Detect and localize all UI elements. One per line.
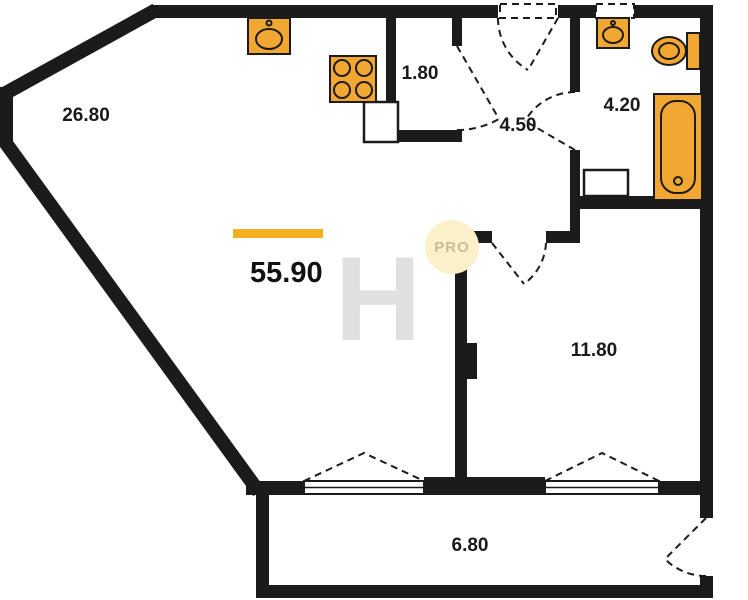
entry-door-frame bbox=[499, 3, 557, 19]
closet-wall-left bbox=[386, 18, 396, 102]
closet-wall-bottom bbox=[396, 130, 462, 142]
wall-right-upper bbox=[700, 5, 713, 518]
balcony-wall-bottom bbox=[256, 585, 713, 598]
outer-walls bbox=[0, 3, 713, 598]
bedroom-door-leaf bbox=[491, 242, 525, 285]
windows bbox=[303, 451, 660, 495]
balcony-door-leaf bbox=[664, 517, 707, 560]
bedroom-door-arc bbox=[523, 242, 547, 285]
stove-icon bbox=[329, 55, 377, 103]
wall-bottom-c bbox=[659, 481, 713, 495]
bathroom-door-leaf bbox=[524, 120, 576, 151]
wall-left bbox=[0, 87, 13, 147]
bathtub-icon bbox=[653, 93, 703, 201]
room-area-hall: 4.50 bbox=[500, 115, 537, 136]
bathroom-sink-icon bbox=[596, 17, 630, 49]
window-left-swing bbox=[303, 451, 425, 482]
watermark: H PRO bbox=[335, 220, 479, 366]
bathroom-door-arc bbox=[524, 91, 576, 122]
wall-top-c bbox=[634, 5, 713, 18]
room-area-living: 26.80 bbox=[62, 105, 110, 126]
wall-bottom-a bbox=[246, 481, 304, 495]
doors bbox=[456, 3, 707, 577]
closet-door-leaf bbox=[456, 45, 500, 120]
wall-diagonal-lower bbox=[0, 137, 265, 497]
bedroom-wall-top-b bbox=[546, 231, 580, 243]
room-area-bathroom: 4.20 bbox=[604, 95, 641, 116]
room-area-balcony: 6.80 bbox=[452, 535, 489, 556]
room-area-closet: 1.80 bbox=[402, 63, 439, 84]
closet-wall-stub bbox=[452, 18, 462, 46]
wall-bottom-b bbox=[424, 477, 545, 495]
wall-diagonal-upper bbox=[0, 3, 160, 101]
closet-door-arc bbox=[456, 118, 500, 132]
room-labels: 26.80 1.80 4.50 4.20 11.80 6.80 bbox=[62, 63, 640, 556]
total-area-label: 55.90 bbox=[250, 257, 323, 289]
toilet-icon bbox=[651, 32, 701, 70]
total-area: 55.90 bbox=[233, 229, 323, 289]
wall-top-b bbox=[558, 5, 596, 18]
entry-door-leaf bbox=[527, 17, 559, 71]
wall-top-a bbox=[150, 5, 498, 18]
total-area-underline bbox=[233, 229, 323, 238]
entry-door-arc bbox=[496, 17, 529, 71]
pro-badge-circle bbox=[425, 220, 479, 274]
balcony-door-arc bbox=[664, 558, 707, 577]
watermark-letter: H bbox=[335, 232, 422, 366]
bedroom-wall-pilaster bbox=[455, 343, 477, 379]
balcony-wall-left bbox=[256, 492, 269, 598]
closet-duct-box bbox=[362, 100, 400, 144]
kitchen-sink-icon bbox=[247, 17, 291, 55]
bathroom-duct-box bbox=[582, 168, 630, 198]
pro-badge-label: PRO bbox=[434, 239, 470, 256]
top-opening-frame bbox=[595, 3, 635, 19]
fixtures bbox=[247, 17, 703, 201]
ducts bbox=[362, 100, 630, 198]
window-right-swing bbox=[544, 451, 660, 482]
interior-walls bbox=[386, 18, 713, 483]
hall-bath-wall-upper bbox=[570, 18, 580, 92]
room-area-bedroom: 11.80 bbox=[571, 340, 618, 361]
